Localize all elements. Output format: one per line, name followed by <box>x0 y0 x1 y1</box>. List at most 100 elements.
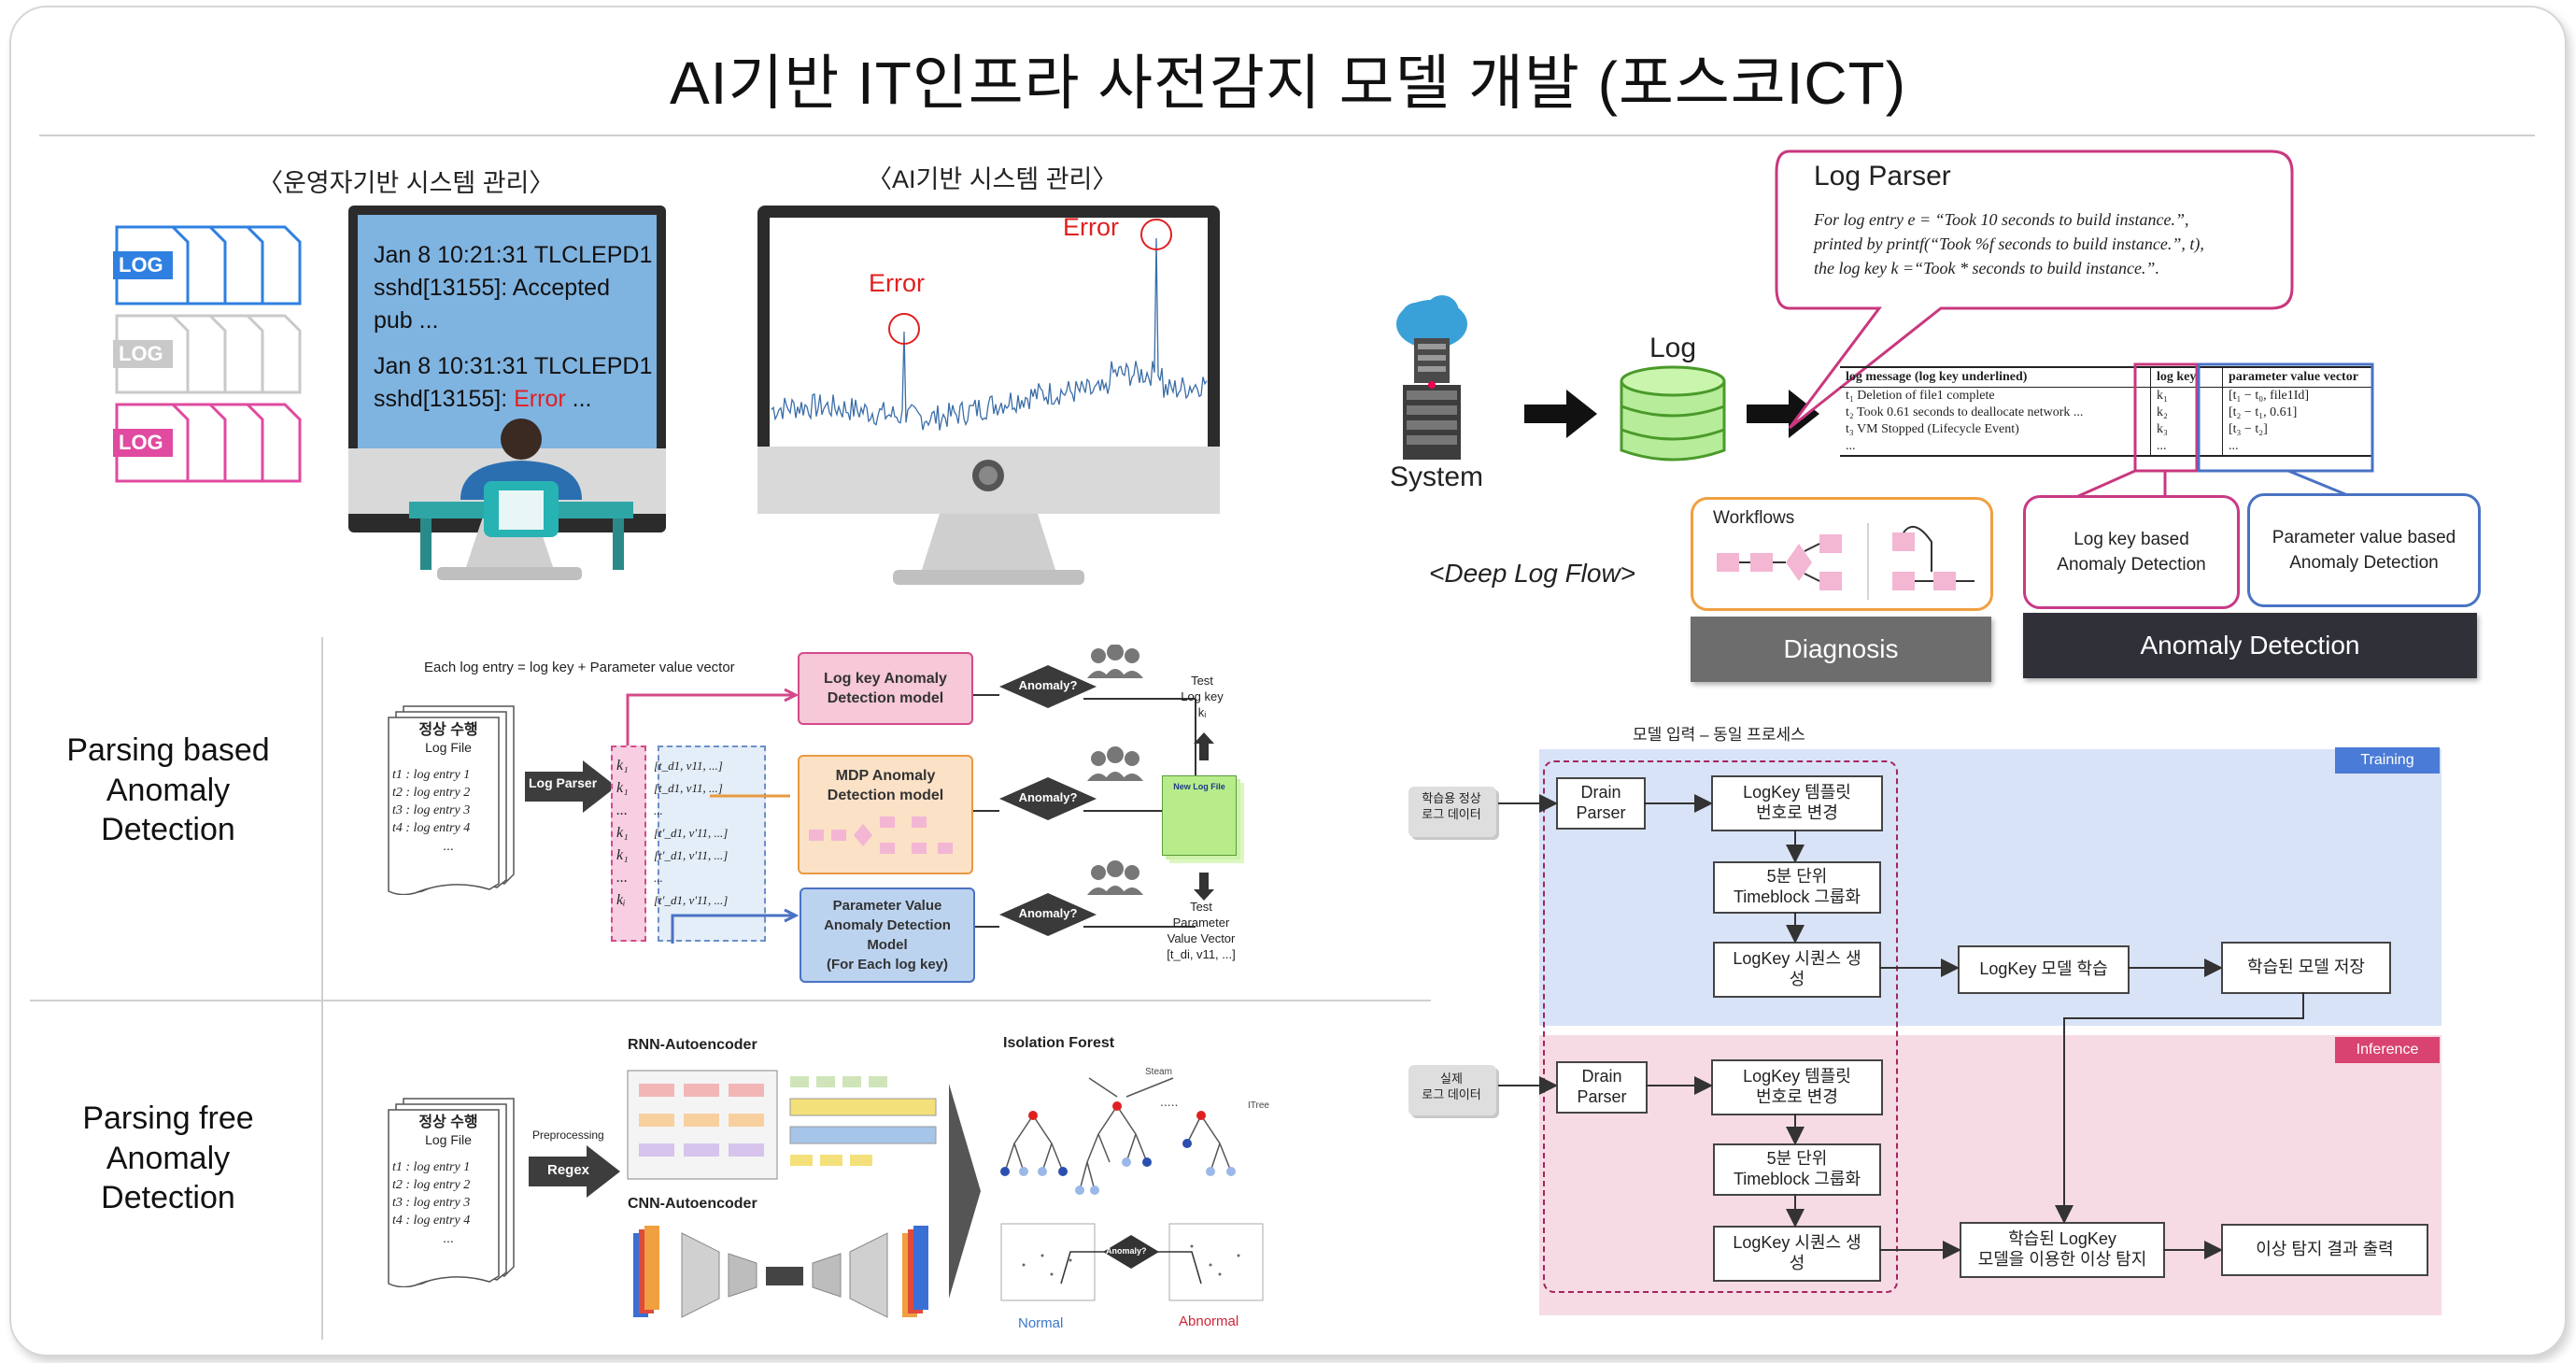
log-key-table: log message (log key underlined) log key… <box>1840 366 2372 457</box>
monitor-line-5: sshd[13155]: Error ... <box>374 386 592 412</box>
param-vector-item: [t'_d1, v'11, ...] <box>654 826 729 840</box>
log-key-item: k₁ <box>616 758 629 774</box>
test-param-label: Test Parameter Value Vector [t_di, v11, … <box>1167 900 1236 961</box>
table-cell: [t₁ − t₀, file1Id] <box>2222 388 2372 405</box>
monitor-log-text: Jan 8 10:21:31 TLCLEPD1 sshd[13155]: Acc… <box>374 239 654 416</box>
big-right-chevron <box>949 1084 981 1299</box>
deep-log-flow-caption: <Deep Log Flow> <box>1429 559 1636 588</box>
table-cell: [t₂ − t₁, 0.61] <box>2222 405 2372 421</box>
pipeline-arrows <box>1498 794 2304 1259</box>
monitor-line-4: Jan 8 10:31:31 TLCLEPD1 <box>374 353 653 379</box>
log-parser-arrow <box>525 760 616 813</box>
save-model: 학습된 모델 저장 <box>2221 942 2391 994</box>
anomaly-q-label: Anomaly? <box>1018 678 1078 692</box>
train-sequence: LogKey 시퀀스 생 성 <box>1713 942 1881 998</box>
result-output: 이상 탐지 결과 출력 <box>2221 1224 2428 1276</box>
param-vector-column <box>658 745 766 942</box>
new-log-file: New Log File <box>1162 775 1237 856</box>
system-label: System <box>1390 461 1484 492</box>
log-key-item: k₁ <box>616 825 629 841</box>
log-parser-bubble-shape <box>1775 149 2294 430</box>
table-cell: ... <box>2222 438 2372 455</box>
diagnosis-bar: Diagnosis <box>1691 617 1991 682</box>
arrow-log-to-table <box>1747 390 1819 438</box>
chart-error-label-2: Error <box>1063 213 1119 241</box>
log-key-column <box>611 745 646 942</box>
parsing-free-label: Parsing free Anomaly Detection <box>82 1100 254 1215</box>
pipeline-caption: 모델 입력 – 동일 프로세스 <box>1633 726 1805 744</box>
anomaly-decision-diamond: Anomaly? <box>999 665 1097 708</box>
rnn-autoencoder-title: RNN-Autoencoder <box>628 1037 757 1053</box>
ai-caption: 〈AI기반 시스템 관리〉 <box>867 165 1118 193</box>
abnormal-label: Abnormal <box>1179 1313 1239 1329</box>
workflows-graph <box>1717 523 1974 600</box>
infer-timeblock: 5분 단위 Timeblock 그룹화 <box>1713 1143 1881 1196</box>
monitor-line-3: pub ... <box>374 307 439 334</box>
train-model: LogKey 모델 학습 <box>1958 945 2130 994</box>
log-parser-title: Log Parser <box>1814 161 1951 192</box>
chart-error-label-1: Error <box>869 269 925 297</box>
parsing-based-connectors <box>626 688 1196 944</box>
table-cell: k₂ <box>2150 405 2222 421</box>
param-vector-item: [t_d1, v11, ...] <box>654 781 723 795</box>
key-vector-row: k₁ [t'_d1, v'11, ...] <box>616 845 766 867</box>
test-log-key-label: Test Log key kᵢ <box>1181 674 1224 719</box>
operator-monitor <box>348 206 666 580</box>
workflows-label: Workflows <box>1713 508 1795 528</box>
log-key-item: k₁ <box>616 847 629 863</box>
left-column-divider <box>321 637 323 1340</box>
svg-text:ITree: ITree <box>1248 1100 1269 1111</box>
anomaly-q-label: Anomaly? <box>1018 790 1078 804</box>
regex-arrow <box>529 1145 620 1198</box>
free-log-file-text: 정상 수행 Log File t1 : log entry 1 t2 : log… <box>392 1115 478 1245</box>
anomaly-decision-diamond: Anomaly? <box>999 777 1097 820</box>
svg-text:Steam: Steam <box>1145 1067 1172 1077</box>
key-vector-row: kᵢ [t'_d1, v'11, ...] <box>616 889 766 912</box>
key-vector-row: ...... <box>616 867 766 889</box>
dashed-process-frame <box>1543 760 1898 1293</box>
cnn-autoencoder-title: CNN-Autoencoder <box>628 1196 757 1212</box>
table-cell: k₁ <box>2150 388 2222 405</box>
rnn-autoencoder-diagram <box>627 1070 937 1180</box>
table-highlight-frames <box>2067 362 2374 503</box>
param-vector-item: [t'_d1, v'11, ...] <box>654 848 729 862</box>
key-vector-row: k₁[t_d1, v11, ...] <box>616 755 766 777</box>
mdp-anomaly-model: MDP Anomaly Detection model <box>798 755 973 874</box>
infer-sequence: LogKey 시퀀스 생 성 <box>1713 1226 1881 1282</box>
preprocessing-label: Preprocessing <box>532 1129 604 1142</box>
train-input-icon <box>1408 787 1496 837</box>
table-cell: k₃ <box>2150 421 2222 438</box>
table-cell: ... <box>2150 438 2222 455</box>
log-key-item: ... <box>616 802 628 818</box>
train-drain-parser: Drain Parser <box>1556 777 1646 830</box>
anomaly-q-label: Anomaly? <box>1018 906 1078 920</box>
key-vector-row: ...... <box>616 800 766 822</box>
param-vector-item: [t'_d1, v'11, ...] <box>654 893 729 907</box>
key-vector-row: k₁ [t'_d1, v'11, ...] <box>616 822 766 845</box>
log-key-item: kᵢ <box>616 892 626 908</box>
param-vector-item: ... <box>654 871 663 885</box>
isolation-forest-diagram: Steam ..... ITree <box>1000 1067 1269 1301</box>
train-input-label: 학습용 정상 로그 데이터 <box>1422 791 1481 821</box>
table-row: t₃ VM Stopped (Lifecycle Event)k₃[t₃ − t… <box>1840 421 2372 438</box>
table-row: t₂ Took 0.61 seconds to deallocate netwo… <box>1840 405 2372 421</box>
test-arrows <box>1194 732 1214 901</box>
arrow-system-to-log <box>1524 390 1597 438</box>
log-key-item: ... <box>616 870 628 886</box>
log-icon-label: LOG <box>119 431 163 454</box>
log-label: Log <box>1649 333 1697 363</box>
parameter-value-model: Parameter Value Anomaly Detection Model … <box>800 887 975 983</box>
key-vector-list: k₁[t_d1, v11, ...]k₁[t_d1, v11, ...]....… <box>616 755 766 912</box>
train-template: LogKey 템플릿 번호로 변경 <box>1711 775 1883 831</box>
param-anomaly-box: Parameter value based Anomaly Detection <box>2247 493 2481 607</box>
log-key-item: k₁ <box>616 780 629 796</box>
ai-monitor <box>757 206 1220 585</box>
log-database-icon <box>1620 365 1726 461</box>
log-file-doc-stack <box>388 705 515 895</box>
anomaly-decision-diamond: Anomaly? <box>999 893 1097 936</box>
inference-tag: Inference <box>2335 1037 2440 1063</box>
log-icon-label: LOG <box>119 253 163 277</box>
log-icon-label: LOG <box>119 342 163 365</box>
title-divider <box>39 135 2535 136</box>
